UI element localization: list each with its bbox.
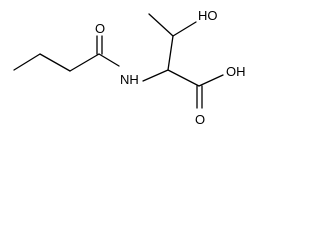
bond-n-calpha xyxy=(142,69,169,82)
amine-label: NH xyxy=(120,72,139,87)
amide-oxygen-label: O xyxy=(95,21,105,36)
hydroxyl-label: HO xyxy=(198,8,218,23)
acid-oxygen-label: O xyxy=(195,112,205,127)
bond-cbeta-oh xyxy=(172,21,197,37)
bond-calpha-cbeta xyxy=(167,35,174,71)
bond-cbeta-methyl xyxy=(148,13,174,37)
bond-carbonyl-n xyxy=(98,53,120,67)
bond-c1-c2 xyxy=(13,53,41,71)
structure-diagram: HO O NH OH O xyxy=(13,8,246,127)
bond-calpha-cacid xyxy=(167,69,200,87)
bond-cacid-oh xyxy=(198,74,224,87)
acid-hydroxyl-label: OH xyxy=(226,64,246,79)
bond-c2-c3 xyxy=(39,53,71,72)
bond-c3-carbonyl xyxy=(69,53,100,72)
